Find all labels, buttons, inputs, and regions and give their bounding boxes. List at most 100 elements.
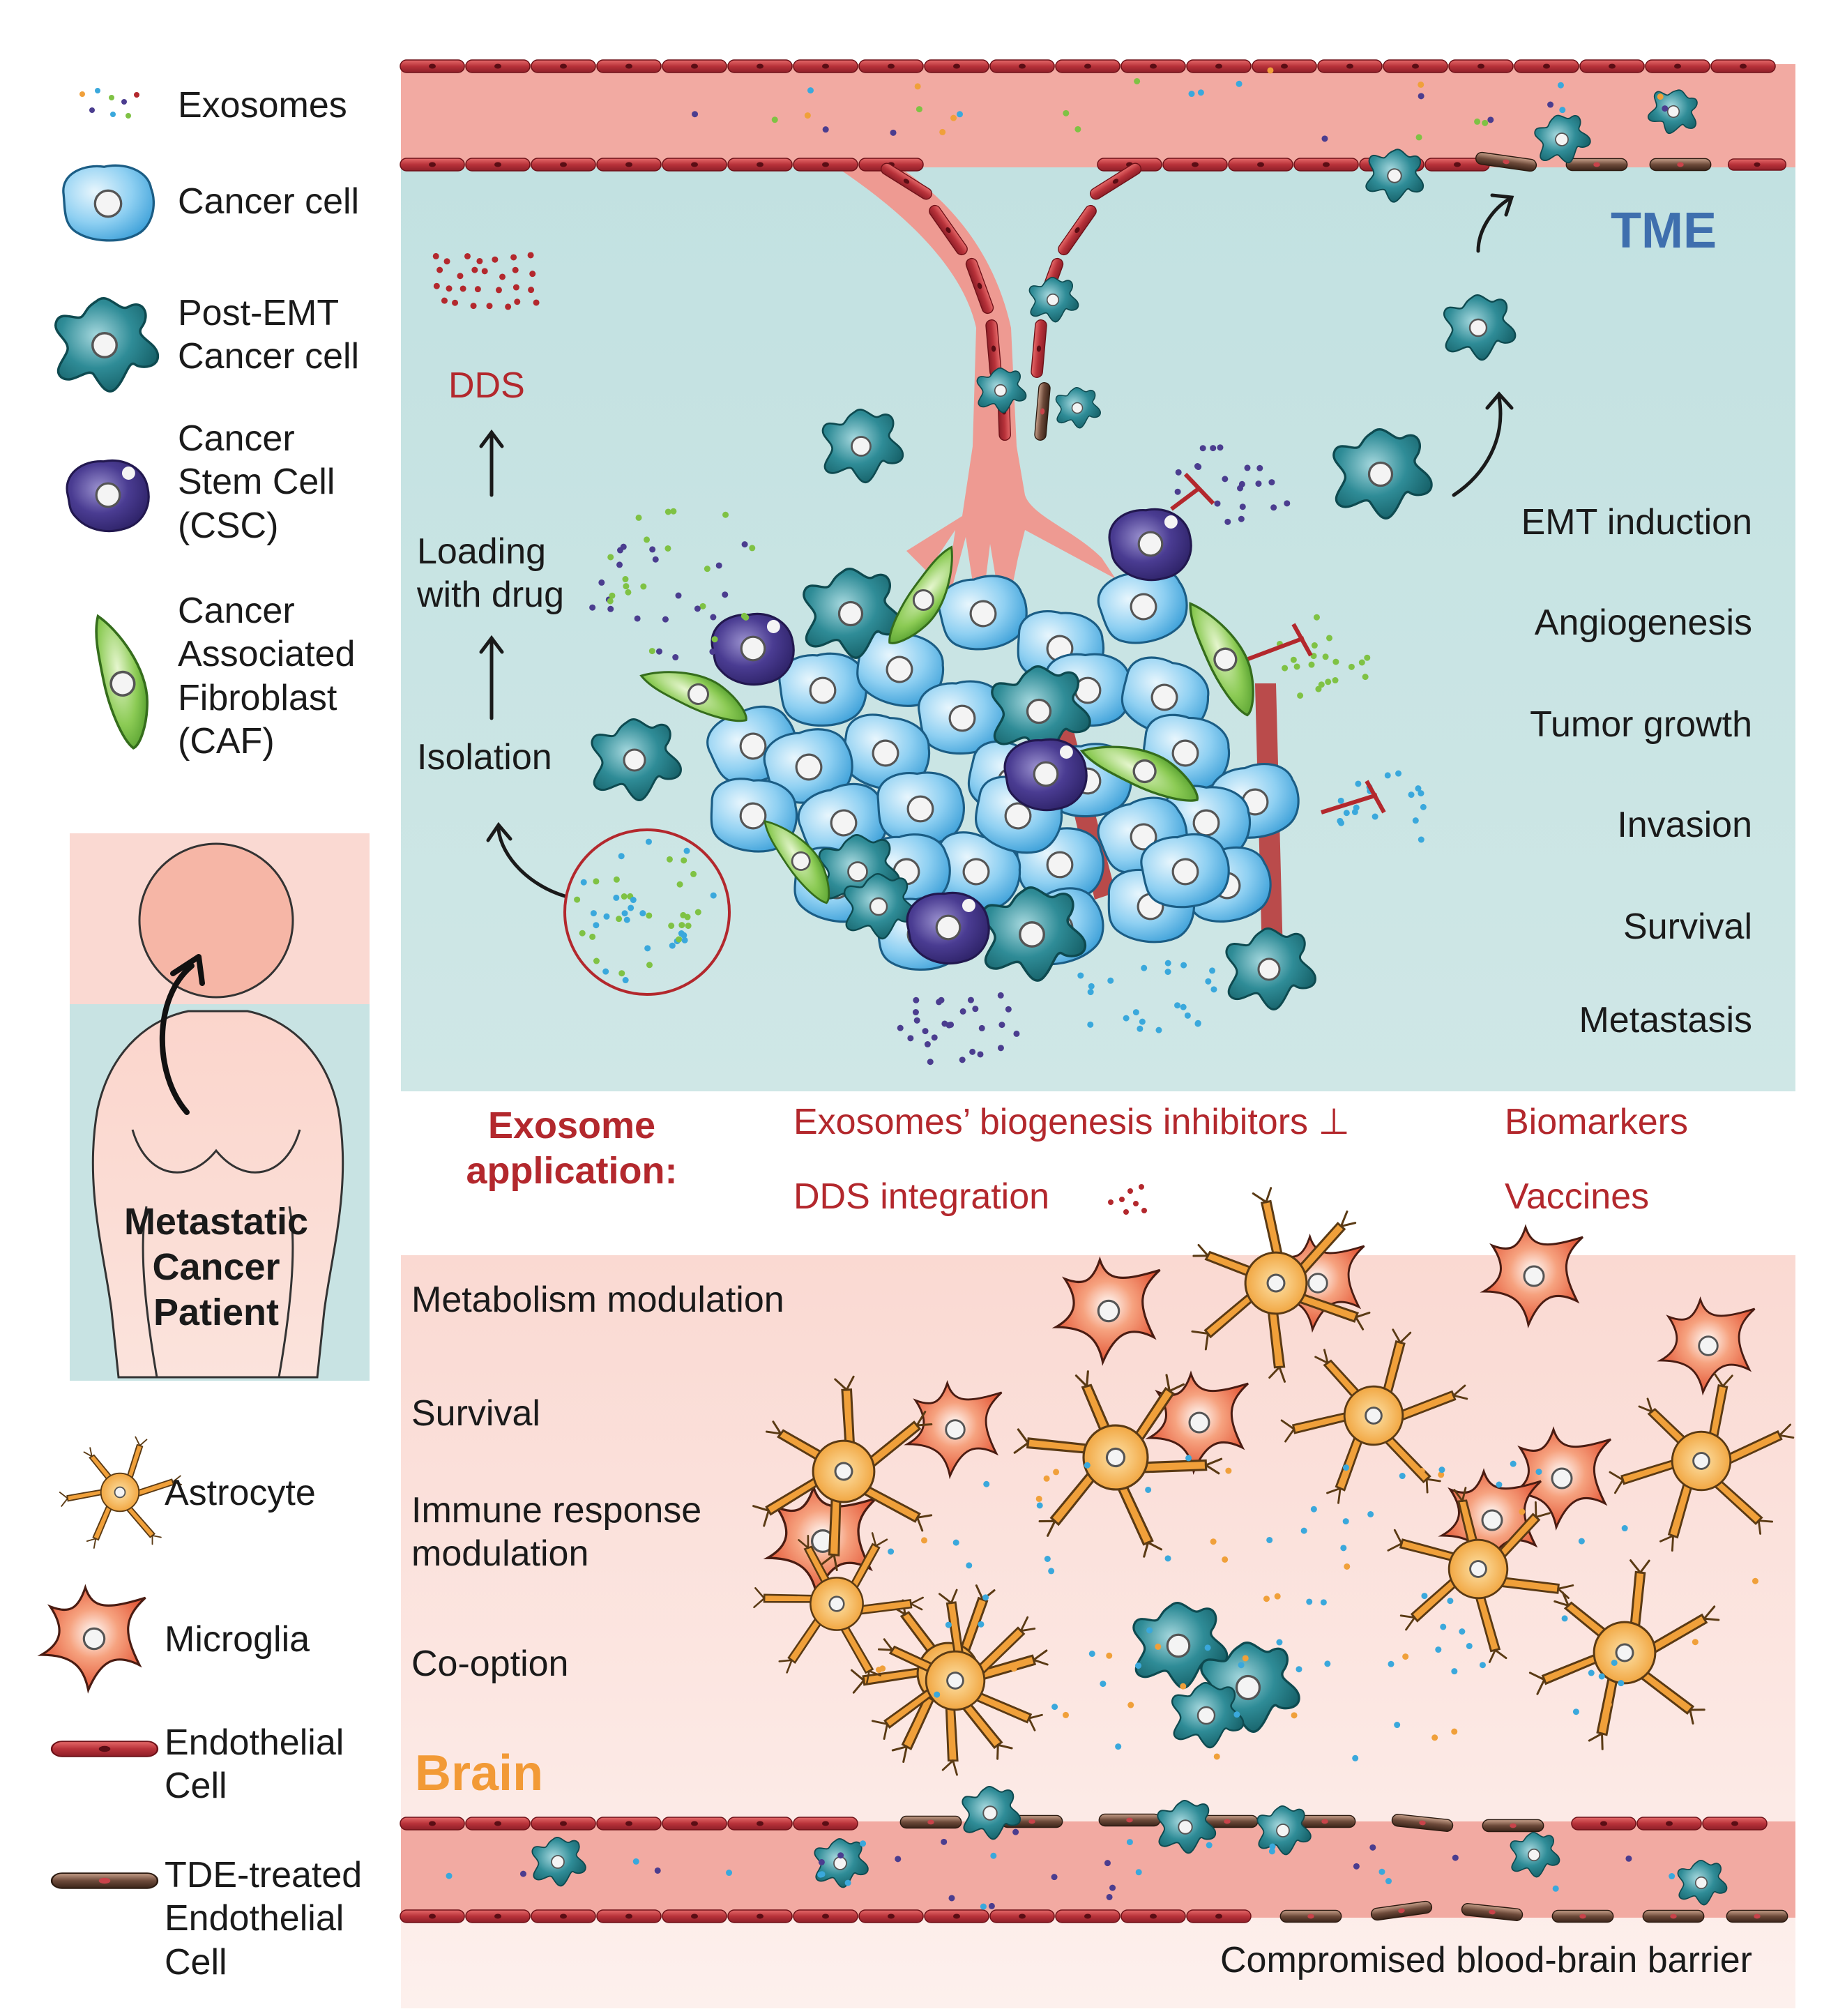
astrocyte-icon bbox=[59, 1436, 182, 1549]
application-biomarkers: Biomarkers bbox=[1505, 1102, 1688, 1142]
exosome-dot bbox=[822, 126, 829, 133]
exosome-dot bbox=[1440, 1623, 1447, 1630]
endothelial-cell bbox=[1055, 1909, 1120, 1923]
exosome-dot bbox=[807, 87, 814, 94]
brain-effect-1: Metabolism modulation bbox=[411, 1280, 784, 1320]
exosome-dot bbox=[1752, 1577, 1758, 1584]
exosome-dot bbox=[1210, 986, 1217, 993]
exosome-dot bbox=[1415, 134, 1422, 141]
endothelial-cell bbox=[793, 59, 858, 73]
exosome-dot bbox=[817, 1871, 824, 1878]
exosome-dot bbox=[1088, 983, 1095, 990]
vessel-cancer-cells bbox=[446, 1786, 1728, 1910]
dds-particle bbox=[457, 273, 464, 280]
dds-particle bbox=[464, 252, 471, 259]
patient-label: Metastatic Cancer Patient bbox=[123, 1201, 309, 1333]
exosome-dot bbox=[613, 894, 620, 901]
exosome-dot bbox=[668, 923, 675, 930]
exosome-dot bbox=[837, 1852, 844, 1859]
exosome-dot bbox=[1320, 1599, 1327, 1606]
exosome-dot bbox=[1164, 969, 1171, 976]
legend-csc: Cancer Stem Cell (CSC) bbox=[178, 418, 335, 546]
exosome-dot bbox=[1209, 967, 1216, 974]
exosome-dot bbox=[1074, 126, 1081, 132]
exosome-dot bbox=[1194, 1020, 1201, 1026]
dds-particle bbox=[474, 286, 481, 293]
microglia-icon bbox=[40, 1586, 147, 1692]
exosome-dot bbox=[967, 996, 974, 1003]
exosome-dot bbox=[1135, 1662, 1142, 1669]
endothelial-cell bbox=[727, 59, 793, 73]
bbb-label: Compromised blood-brain barrier bbox=[1220, 1940, 1752, 1980]
exosome-dot bbox=[1123, 1015, 1130, 1022]
exosome-dot bbox=[1353, 1863, 1360, 1870]
dds-particle bbox=[446, 285, 453, 292]
exosome-dot bbox=[924, 1041, 931, 1048]
cancer-stem-cell bbox=[1003, 738, 1088, 812]
exosome-dot bbox=[616, 916, 623, 923]
dds-particle bbox=[527, 252, 534, 259]
exosome-dot bbox=[519, 1870, 526, 1877]
exosome-dot bbox=[1185, 1455, 1192, 1462]
exosome-dot bbox=[1315, 685, 1322, 692]
exosome-dot bbox=[1132, 1009, 1139, 1016]
exosome-dot bbox=[1598, 1673, 1605, 1680]
exosome-dot bbox=[1474, 118, 1481, 125]
exosome-dot bbox=[1418, 93, 1424, 100]
exosome-dot bbox=[1135, 1869, 1142, 1876]
endothelial-cell bbox=[1727, 158, 1787, 171]
exosome-dot bbox=[574, 896, 581, 903]
exosome-dot bbox=[618, 853, 625, 860]
exosome-dot bbox=[1266, 1536, 1273, 1543]
exosome-dot bbox=[980, 1903, 987, 1910]
endothelial-cell bbox=[1571, 1817, 1636, 1831]
dds-particle bbox=[433, 282, 440, 289]
endothelial-cell bbox=[989, 59, 1055, 73]
exosome-dot bbox=[1155, 1643, 1162, 1650]
exosome-dot bbox=[1308, 661, 1315, 668]
exosome-dot bbox=[1479, 1662, 1486, 1669]
exosome-dot bbox=[664, 545, 671, 552]
endothelial-cell bbox=[465, 1817, 531, 1831]
tme-title: TME bbox=[1611, 203, 1717, 259]
exosome-dot bbox=[1077, 972, 1084, 979]
exosome-dot bbox=[589, 933, 596, 940]
exosome-dot bbox=[602, 968, 609, 975]
exosome-dot bbox=[950, 114, 957, 121]
exosome-dot bbox=[639, 910, 646, 917]
exosome-dot bbox=[607, 605, 614, 612]
exosome-dot bbox=[1238, 1662, 1245, 1669]
exosome-dot bbox=[681, 857, 687, 864]
exosome-dot bbox=[741, 541, 748, 548]
exosome-dot bbox=[1435, 1646, 1442, 1653]
legend-astrocyte: Astrocyte bbox=[165, 1473, 316, 1513]
exosome-dot bbox=[1306, 1598, 1313, 1605]
tde-endothelial-cell bbox=[1551, 1909, 1614, 1923]
endothelial-cell bbox=[596, 59, 662, 73]
endothelial-cell bbox=[662, 1909, 727, 1923]
exosome-dot bbox=[1588, 1669, 1595, 1676]
exosome-dot bbox=[1194, 463, 1201, 470]
exosome-dot bbox=[1362, 674, 1369, 681]
exosome-dot bbox=[1174, 488, 1181, 495]
exosome-dot bbox=[1184, 1012, 1191, 1019]
tde-endothelial-cell bbox=[899, 1815, 962, 1829]
exosome-dot bbox=[1063, 109, 1070, 116]
exosome-dot bbox=[598, 579, 605, 586]
exosome-dot bbox=[1535, 1469, 1542, 1476]
dds-particle bbox=[470, 303, 477, 310]
endothelial-cell bbox=[1448, 59, 1514, 73]
exosome-dot bbox=[1242, 1655, 1249, 1662]
exosome-dot bbox=[1415, 785, 1422, 792]
endothelial-cell bbox=[924, 1909, 989, 1923]
tme-effect-3: Tumor growth bbox=[1530, 704, 1752, 745]
exosome-dot bbox=[1013, 1030, 1020, 1037]
exosome-dot bbox=[743, 614, 750, 621]
legend-exosomes: Exosomes bbox=[178, 85, 347, 126]
post-emt-icon bbox=[54, 297, 160, 393]
exosome-dot bbox=[1084, 1462, 1091, 1469]
exosome-dot bbox=[1547, 101, 1554, 108]
exosome-dot bbox=[771, 116, 778, 123]
exosome-dot bbox=[1109, 1884, 1116, 1891]
exosome-dot bbox=[1222, 476, 1229, 483]
